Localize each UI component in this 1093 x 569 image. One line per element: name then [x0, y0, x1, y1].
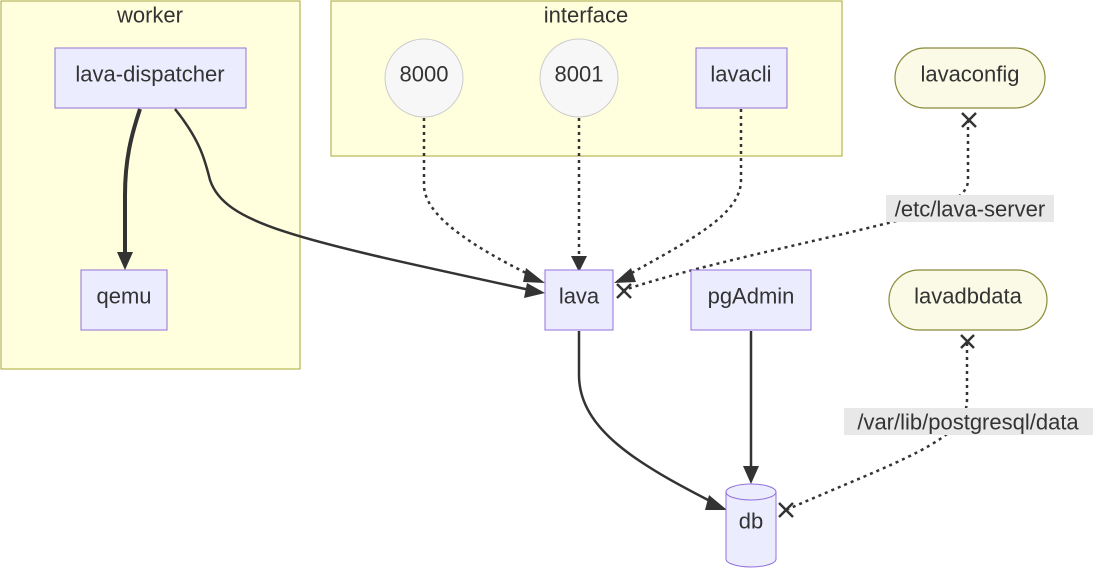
- edge-dispatcher-to-lava: [174, 108, 531, 292]
- edge-lava-to-db: [577, 331, 713, 504]
- arrowhead-lava-from-dispatcher: [524, 283, 545, 298]
- edge-label-var-lib-postgresql-data-text: /var/lib/postgresql/data: [857, 410, 1079, 435]
- node-lavadbdata[interactable]: lavadbdata: [888, 269, 1048, 331]
- node-lavacli[interactable]: lavacli: [695, 47, 788, 109]
- node-port-8000[interactable]: 8000: [384, 38, 464, 118]
- node-port-8001[interactable]: 8001: [539, 38, 619, 118]
- edge-label-var-lib-postgresql-data: /var/lib/postgresql/data: [844, 408, 1093, 435]
- arrowhead-lava-from-8001: [571, 256, 587, 272]
- edge-lavacli-to-lava: [627, 109, 743, 277]
- arrowhead-db-from-pgadmin: [743, 466, 759, 484]
- cross-marker-lavadbdata: [960, 334, 975, 349]
- edge-label-etc-lava-server-text: /etc/lava-server: [895, 197, 1045, 222]
- node-pgadmin-label: pgAdmin: [708, 284, 795, 309]
- node-lava[interactable]: lava: [544, 269, 614, 331]
- node-lavaconfig-label: lavaconfig: [920, 62, 1019, 87]
- node-qemu[interactable]: qemu: [80, 269, 168, 331]
- db-cylinder-shape: [725, 483, 777, 568]
- edge-label-etc-lava-server: /etc/lava-server: [886, 195, 1054, 222]
- node-db-label: db: [739, 509, 763, 534]
- node-lavaconfig[interactable]: lavaconfig: [894, 47, 1046, 109]
- node-port-8000-label: 8000: [400, 62, 449, 87]
- cluster-worker-label: worker: [116, 3, 183, 28]
- arrowhead-qemu: [117, 252, 133, 270]
- node-lava-dispatcher-label: lava-dispatcher: [75, 62, 224, 87]
- cross-marker-lava: [616, 283, 632, 299]
- arrowhead-db-from-lava: [705, 495, 727, 510]
- node-lavadbdata-label: lavadbdata: [914, 284, 1022, 309]
- node-pgadmin[interactable]: pgAdmin: [690, 269, 812, 331]
- cross-marker-lavaconfig: [961, 112, 977, 128]
- node-port-8001-label: 8001: [555, 62, 604, 87]
- node-lava-label: lava: [559, 284, 600, 309]
- arrowhead-lava-from-8000: [523, 268, 545, 283]
- cluster-interface-label: interface: [544, 3, 628, 28]
- arrowhead-lava-from-lavacli: [614, 268, 636, 283]
- node-lava-dispatcher[interactable]: lava-dispatcher: [54, 47, 247, 109]
- cross-marker-db: [778, 502, 794, 518]
- node-lavacli-label: lavacli: [710, 62, 771, 87]
- db-cylinder-top: [725, 491, 777, 501]
- edge-dispatcher-to-qemu: [123, 108, 142, 258]
- edge-8000-to-lava: [422, 118, 531, 277]
- node-db[interactable]: db: [725, 483, 777, 568]
- node-qemu-label: qemu: [96, 284, 151, 309]
